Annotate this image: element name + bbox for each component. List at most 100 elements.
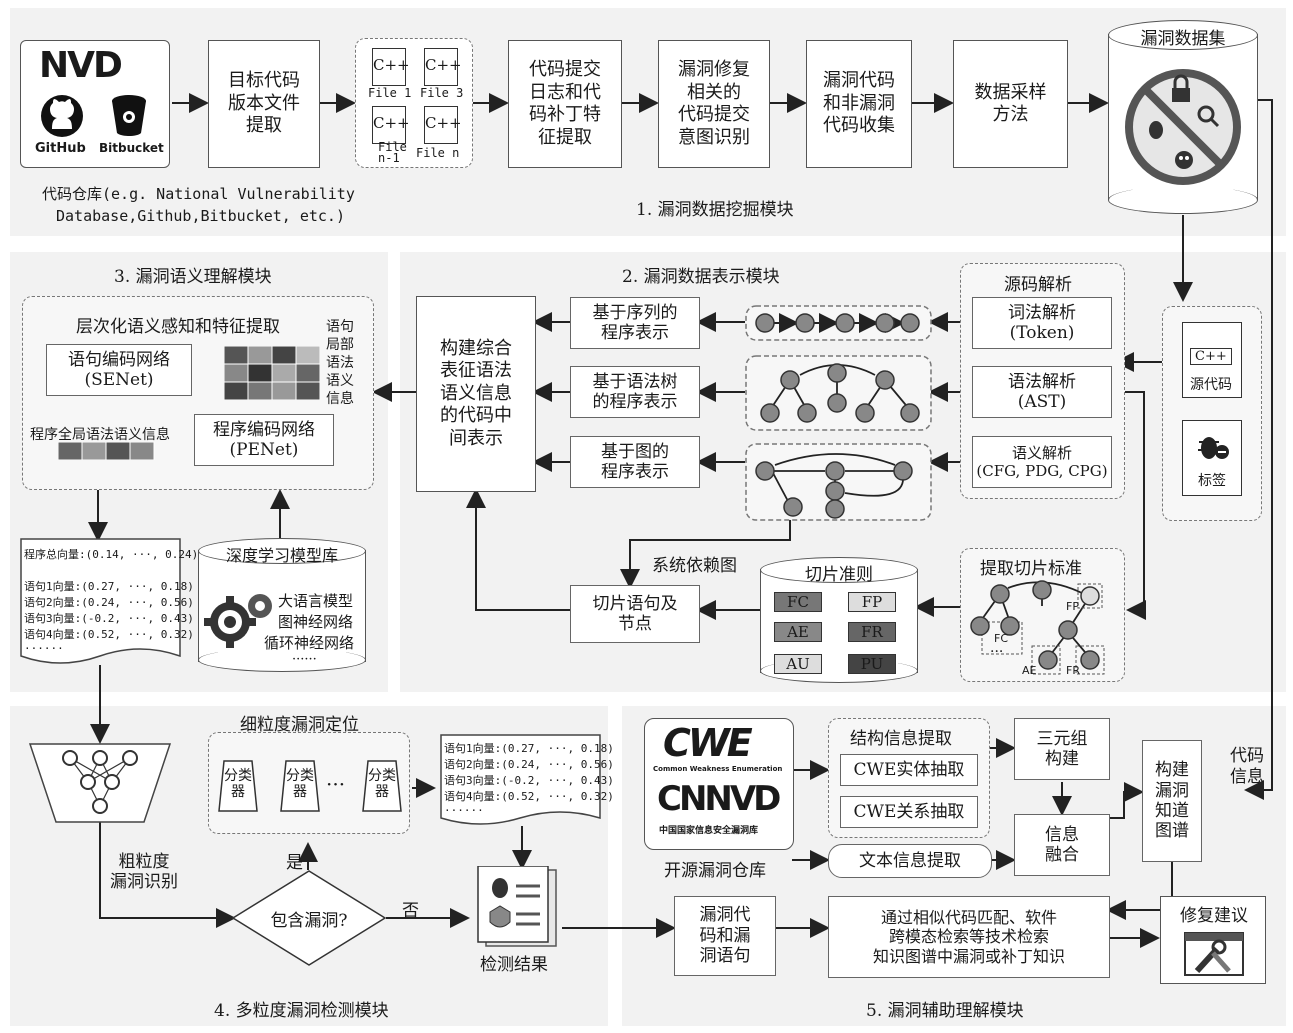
file-name: File n-1 (378, 142, 407, 164)
source-parse-title: 源码解析 (1004, 270, 1072, 295)
statement-vector: 语句4向量:(0.52, ···, 0.32) (24, 626, 194, 642)
local-info-label: 语句 局部 语法 语义 信息 (326, 318, 354, 408)
slice-chip-fr: FR (848, 622, 896, 642)
nvd-logo: NVD (39, 45, 121, 86)
global-feature-vector (58, 442, 156, 460)
slice-chip-au: AU (774, 654, 822, 674)
sequence-repr-box: 基于序列的 程序表示 (570, 297, 700, 349)
module1-title: 1. 漏洞数据挖掘模块 (636, 195, 794, 220)
cwe-relation-box: CWE关系抽取 (840, 796, 978, 828)
slice-rule-title: 切片准则 (760, 560, 918, 585)
struct-info-title: 结构信息提取 (850, 724, 952, 749)
classifier-label: 分类 器 (218, 768, 258, 800)
cwe-logo: CWE (663, 721, 750, 765)
result-statement-vector: 语句4向量:(0.52, ···, 0.32) (444, 788, 614, 804)
module3-title: 3. 漏洞语义理解模块 (114, 262, 272, 287)
model-library-title: 深度学习模型库 (198, 542, 366, 566)
cfg-pdg-graph (745, 443, 932, 521)
intermediate-representation-box: 构建综合 表征语法 语义信息 的代码中 间表示 (416, 296, 536, 492)
classifier-label: 分类 器 (280, 768, 320, 800)
statement-vector: 语句1向量:(0.27, ···, 0.18) (24, 578, 194, 594)
detection-result-icon (472, 866, 562, 948)
file-icon: C++ (372, 106, 406, 144)
bug-icon (1196, 430, 1230, 464)
model-gnn: 图神经网络 (278, 611, 353, 632)
program-vector: 程序总向量:(0.14, ···, 0.24) (24, 546, 198, 562)
cnnvd-subtitle: 中国国家信息安全漏洞库 (659, 823, 758, 836)
lexical-parse-box: 词法解析 (Token) (972, 297, 1112, 349)
vector-ellipsis: ······ (24, 642, 64, 655)
repo-caption-line2: Database,Github,Bitbucket, etc.) (56, 207, 345, 225)
slice-chip-pu: PU (848, 654, 896, 674)
cwe-subtitle: Common Weakness Enumeration (653, 765, 782, 773)
model-llm: 大语言模型 (278, 590, 353, 611)
file-name: File n (416, 146, 459, 160)
syntax-parse-box: 语法解析 (AST) (972, 366, 1112, 418)
detection-result-label: 检测结果 (480, 950, 548, 975)
graph-repr-box: 基于图的 程序表示 (570, 436, 700, 488)
cwe-cnnvd-logo-box: CWE Common Weakness Enumeration CNNVD 中国… (644, 718, 794, 850)
result-statement-vector: 语句3向量:(-0.2, ···, 0.43) (444, 772, 614, 788)
triple-build-box: 三元组 构建 (1014, 718, 1110, 780)
file-icon: C++ (424, 48, 458, 86)
repo-logos-box: NVD GitHub Bitbucket (20, 40, 170, 168)
token-sequence-graph (745, 305, 932, 341)
result-vector-ellipsis: ······ (444, 804, 484, 817)
semantic-parse-box: 语义解析 (CFG, PDG, CPG) (972, 436, 1112, 488)
module5-title: 5. 漏洞辅助理解模块 (866, 996, 1024, 1021)
result-statement-vector: 语句1向量:(0.27, ···, 0.18) (444, 740, 614, 756)
hierarchical-semantic-title: 层次化语义感知和特征提取 (76, 312, 280, 337)
source-code-label: 源代码 (1190, 374, 1232, 394)
file-icon: C++ (372, 48, 406, 86)
commit-patch-feature-box: 代码提交 日志和代 码补丁特 征提取 (508, 40, 622, 168)
coarse-detection-label: 粗粒度 漏洞识别 (110, 852, 178, 892)
bitbucket-icon (109, 93, 149, 137)
version-file-extract-box: 目标代码 版本文件 提取 (208, 40, 320, 168)
slice-chip-ae: AE (774, 622, 822, 642)
open-vuln-repo-label: 开源漏洞仓库 (664, 856, 766, 881)
ast-repr-box: 基于语法树 的程序表示 (570, 366, 700, 418)
code-info-label: 代码 信息 (1230, 746, 1264, 788)
no-label: 否 (402, 896, 419, 921)
info-fusion-box: 信息 融合 (1014, 814, 1110, 876)
slice-chip-fp: FP (848, 592, 896, 612)
kg-retrieval-box: 通过相似代码匹配、软件 跨模态检索等技术检索 知识图谱中漏洞或补丁知识 (828, 896, 1110, 978)
bitbucket-label: Bitbucket (99, 141, 164, 155)
contains-vuln-label: 包含漏洞? (232, 906, 386, 931)
statement-vector: 语句3向量:(-0.2, ···, 0.43) (24, 610, 194, 626)
repo-caption-line1: 代码仓库(e.g. National Vulnerability (42, 183, 355, 204)
tree-label-fp: FP (1066, 600, 1079, 613)
classifier-ellipsis: ··· (326, 772, 345, 796)
dataset-title: 漏洞数据集 (1108, 24, 1258, 49)
global-info-label: 程序全局语法语义信息 (30, 424, 170, 444)
senet-box: 语句编码网络 (SENet) (46, 344, 192, 396)
file-icon: C++ (424, 106, 458, 144)
model-ellipsis: ······ (292, 652, 317, 667)
github-icon (39, 93, 85, 139)
data-sampling-box: 数据采样 方法 (953, 40, 1068, 168)
model-rnn: 循环神经网络 (264, 632, 354, 653)
statement-vector: 语句2向量:(0.24, ···, 0.56) (24, 594, 194, 610)
code-collection-box: 漏洞代码 和非漏洞 代码收集 (806, 40, 912, 168)
kg-build-box: 构建 漏洞 知道 图谱 (1142, 740, 1202, 862)
tree-label-ae: AE (1022, 664, 1036, 677)
fix-intent-recognition-box: 漏洞修复 相关的 代码提交 意图识别 (658, 40, 770, 168)
github-label: GitHub (35, 141, 86, 156)
slice-chip-fc: FC (774, 592, 822, 612)
classifier-label: 分类 器 (362, 768, 402, 800)
slice-tree-graph (962, 576, 1124, 680)
source-code-tag: C++ (1190, 348, 1232, 365)
tree-label-fr: FR (1066, 664, 1080, 677)
fix-suggestion-box: 修复建议 (1160, 896, 1266, 984)
cnnvd-logo: CNNVD (657, 779, 778, 819)
tree-label-dots: ··· (990, 644, 1003, 660)
vuln-dataset-cylinder: 漏洞数据集 (1108, 20, 1258, 215)
fix-suggestion-title: 修复建议 (1161, 901, 1267, 926)
neural-network-icon (28, 742, 172, 824)
sdg-label: 系统依赖图 (652, 551, 737, 576)
no-vulnerability-icon (1120, 64, 1246, 190)
file-name: File 3 (420, 86, 463, 100)
local-feature-matrix (224, 346, 320, 400)
slice-nodes-box: 切片语句及 节点 (570, 585, 700, 643)
module4-title: 4. 多粒度漏洞检测模块 (214, 996, 389, 1021)
